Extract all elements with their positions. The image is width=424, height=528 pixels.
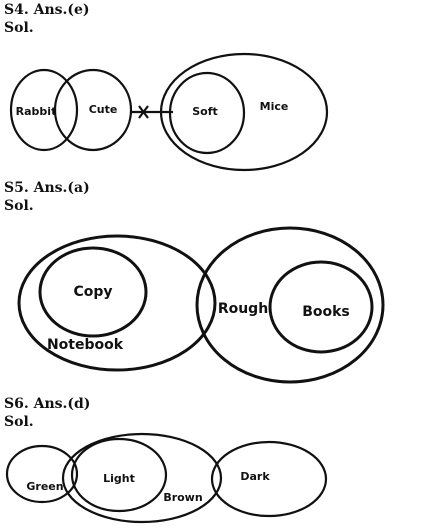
s5-label-notebook: Notebook	[47, 337, 124, 353]
s4-label-mice: Mice	[260, 100, 289, 113]
s6-label-brown: Brown	[163, 491, 202, 504]
s6-label-light: Light	[103, 472, 135, 485]
s6-dark-circle	[210, 440, 328, 518]
s4-label-cute: Cute	[89, 103, 118, 116]
s5-books-circle	[268, 260, 374, 354]
s6-green-circle	[5, 444, 79, 504]
s6-light-circle	[70, 437, 168, 513]
s5-label-rough: Rough	[218, 301, 268, 317]
s5-label-copy: Copy	[73, 284, 112, 300]
s5-answer: S5. Ans.(a)	[4, 180, 90, 196]
s4-cross-mark	[138, 105, 149, 119]
s6-brown-circle	[61, 432, 223, 524]
s6-diagram: Green Light Brown Dark	[5, 432, 328, 524]
s4-cute-circle	[53, 68, 133, 152]
s5-diagram: Copy Notebook Rough Books	[17, 226, 385, 384]
s4-answer: S4. Ans.(e)	[4, 2, 90, 18]
s5-label-books: Books	[302, 304, 350, 320]
s4-sol: Sol.	[4, 20, 34, 36]
s5-notebook-circle	[17, 234, 217, 372]
s6-answer: S6. Ans.(d)	[4, 396, 91, 412]
s4-label-soft: Soft	[192, 105, 218, 118]
s4-label-rabbit: Rabbit	[16, 105, 57, 118]
s6-sol: Sol.	[4, 414, 34, 430]
s6-label-dark: Dark	[240, 470, 270, 483]
s4-mice-circle	[159, 52, 329, 172]
s5-copy-circle	[38, 246, 148, 338]
s5-rough-circle	[195, 226, 385, 384]
s4-soft-circle	[168, 71, 246, 155]
s5-sol: Sol.	[4, 198, 34, 214]
s4-rabbit-circle	[9, 68, 79, 152]
s6-label-green: Green	[26, 480, 63, 493]
s4-diagram: Rabbit Cute Soft Mice	[9, 52, 329, 172]
